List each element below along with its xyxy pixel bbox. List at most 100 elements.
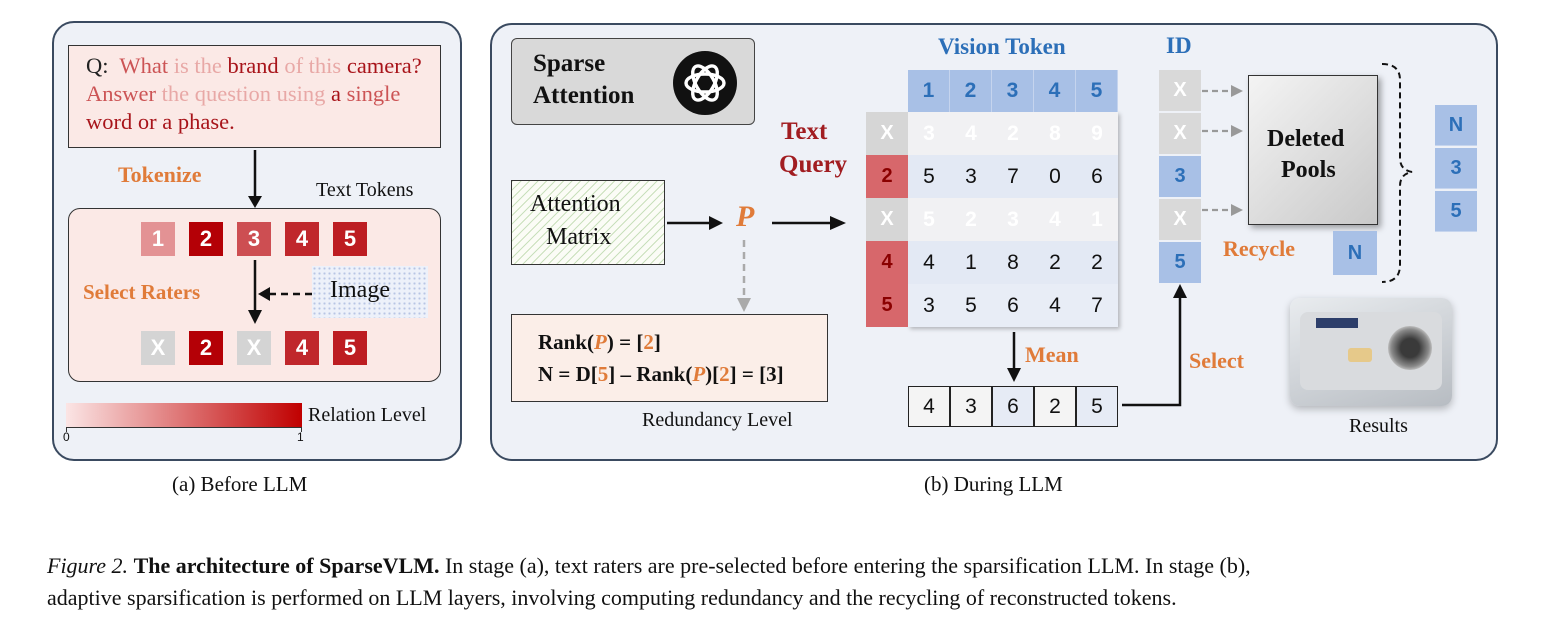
openai-logo-icon	[673, 51, 737, 115]
question-prefix: Q:	[86, 53, 120, 78]
attention-cell: 8	[992, 241, 1034, 284]
sparse-attention-label-2: Attention	[533, 82, 635, 109]
rank-post: ]	[653, 330, 661, 354]
result-token: N	[1435, 105, 1477, 146]
mean-label: Mean	[1025, 342, 1079, 367]
text-token: 5	[333, 331, 367, 365]
attention-cell: 4	[1034, 284, 1076, 327]
legend-axis	[66, 427, 302, 428]
attention-matrix-box	[511, 180, 665, 265]
attention-cell: 6	[1076, 155, 1118, 198]
results-label: Results	[1349, 415, 1408, 437]
deleted-pools-label-2: Pools	[1281, 157, 1336, 183]
attention-cell: 3	[992, 198, 1034, 241]
attention-cell: 3	[908, 112, 950, 155]
n-mid1: ] – Rank(	[608, 362, 693, 386]
question-word: camera?	[346, 53, 422, 78]
attention-matrix-label-2: Matrix	[546, 224, 612, 250]
select-raters-label: Select Raters	[83, 280, 201, 304]
p-symbol: P	[736, 200, 755, 233]
camera-lens	[1388, 326, 1432, 370]
attention-cell: 7	[1076, 284, 1118, 327]
text-query-label-2: Query	[779, 151, 848, 178]
text-token: 3	[237, 222, 271, 256]
attention-cell: 0	[1034, 155, 1076, 198]
question-word: single	[346, 81, 401, 106]
question-text: Q: What is the brand of this camera? Ans…	[86, 52, 431, 136]
attention-cell: 5	[908, 198, 950, 241]
question-word: using	[276, 81, 331, 106]
text-token: 5	[333, 222, 367, 256]
results-brace	[1381, 63, 1413, 283]
redundancy-box	[511, 314, 828, 402]
question-word: the question	[161, 81, 277, 106]
attention-cell: 5	[908, 155, 950, 198]
attention-cell: 4	[950, 112, 992, 155]
vision-token-header: 2	[950, 70, 992, 112]
text-token: 2	[189, 222, 223, 256]
n-p: P	[692, 362, 706, 386]
legend-min-label: 0	[63, 430, 70, 444]
figure-caption-body: In stage (a), text raters are pre-select…	[444, 553, 1251, 578]
question-word: a	[330, 81, 347, 106]
mean-cell: 6	[992, 386, 1034, 427]
attention-cell: 2	[992, 112, 1034, 155]
attention-cell: 1	[950, 241, 992, 284]
mean-cell: 4	[908, 386, 950, 427]
legend-tick-min	[66, 427, 67, 432]
question-word: brand	[227, 53, 285, 78]
deleted-pools-label-1: Deleted	[1267, 126, 1345, 152]
question-box	[68, 45, 441, 148]
text-token: 4	[285, 331, 319, 365]
tokenize-label: Tokenize	[118, 162, 202, 187]
vision-token-header: 1	[908, 70, 950, 112]
id-cell: 5	[1159, 242, 1201, 283]
rank-val: 2	[643, 330, 654, 354]
rank-mid: ) = [	[606, 330, 644, 354]
text-query-id: 5	[866, 284, 908, 327]
image-box	[312, 266, 428, 318]
id-cell: X	[1159, 70, 1201, 111]
n-pre: N = D[	[538, 362, 598, 386]
tokenize-arrow	[248, 150, 262, 208]
relation-level-gradient	[66, 403, 302, 427]
attention-cell: 9	[1076, 112, 1118, 155]
n-idx: 2	[719, 362, 730, 386]
result-token: 5	[1435, 191, 1477, 232]
text-query-label-1: Text	[781, 118, 828, 145]
attention-cell: 4	[1034, 198, 1076, 241]
question-word: Answer	[86, 81, 162, 106]
attention-cell: 2	[950, 198, 992, 241]
relation-level-label: Relation Level	[308, 404, 427, 426]
legend-tick-max	[301, 427, 302, 432]
question-word: is the	[173, 53, 228, 78]
attention-cell: 4	[908, 241, 950, 284]
redundancy-level-label: Redundancy Level	[642, 409, 793, 431]
figure-caption-prefix: Figure 2.	[47, 553, 129, 578]
id-cell: X	[1159, 199, 1201, 240]
legend-max-label: 1	[297, 430, 304, 444]
rank-formula: Rank(P) = [2]	[538, 330, 661, 355]
attention-cell: 7	[992, 155, 1034, 198]
rank-p: P	[594, 330, 607, 354]
matrix-to-p-arrow	[667, 216, 723, 230]
select-raters-arrows	[248, 260, 312, 324]
text-token: X	[141, 331, 175, 365]
n-mid2: )[	[705, 362, 720, 386]
figure-caption: Figure 2. The architecture of SparseVLM.…	[47, 550, 1251, 614]
n-d: 5	[597, 362, 609, 386]
vision-token-header: 4	[1034, 70, 1076, 112]
text-token: 2	[189, 331, 223, 365]
deleted-pools-box	[1248, 75, 1378, 225]
id-cell: 3	[1159, 156, 1201, 197]
select-label: Select	[1189, 348, 1244, 373]
recycle-label: Recycle	[1223, 236, 1296, 261]
vision-token-label: Vision Token	[938, 34, 1066, 59]
n-formula: N = D[5] – Rank(P)[2] = [3]	[538, 362, 784, 387]
caption-a: (a) Before LLM	[172, 472, 308, 496]
n-post: ] = [3]	[729, 362, 784, 386]
result-token: 3	[1435, 148, 1477, 189]
question-word: word or a phase.	[86, 109, 235, 134]
text-query-id: 4	[866, 241, 908, 284]
id-label: ID	[1166, 33, 1192, 58]
